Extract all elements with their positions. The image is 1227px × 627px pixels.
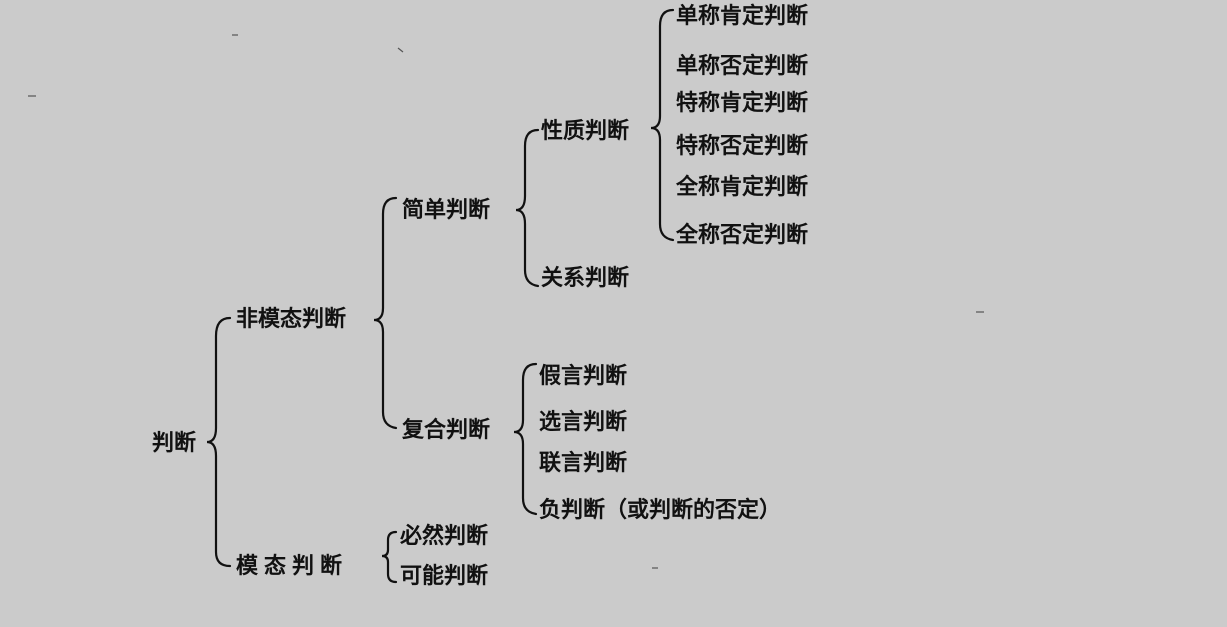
property-item: 全称肯定判断 <box>676 174 809 200</box>
property-node: 性质判断 <box>541 118 630 144</box>
property-item: 单称肯定判断 <box>676 3 809 29</box>
non-modal-node: 非模态判断 <box>236 306 347 332</box>
modal-item: 可能判断 <box>400 563 489 589</box>
root-brace <box>206 316 232 568</box>
property-item: 全称否定判断 <box>676 222 809 248</box>
compound-brace <box>513 362 538 516</box>
property-item: 特称肯定判断 <box>676 90 809 116</box>
root-node: 判断 <box>152 430 197 456</box>
compound-item: 联言判断 <box>539 450 628 476</box>
property-item: 单称否定判断 <box>676 53 809 79</box>
modal-brace <box>381 530 398 584</box>
property-brace <box>650 8 675 242</box>
property-item: 特称否定判断 <box>676 133 809 159</box>
non-modal-brace <box>373 196 398 430</box>
simple-node: 简单判断 <box>402 197 491 223</box>
scan-specks <box>28 34 984 569</box>
relation-node: 关系判断 <box>541 265 630 291</box>
compound-item: 选言判断 <box>539 409 628 435</box>
modal-item: 必然判断 <box>400 523 489 549</box>
compound-item: 假言判断 <box>539 363 628 389</box>
modal-node: 模态判断 <box>236 553 349 579</box>
simple-brace <box>515 128 540 288</box>
compound-item: 负判断（或判断的否定） <box>539 497 782 523</box>
compound-node: 复合判断 <box>402 417 491 443</box>
